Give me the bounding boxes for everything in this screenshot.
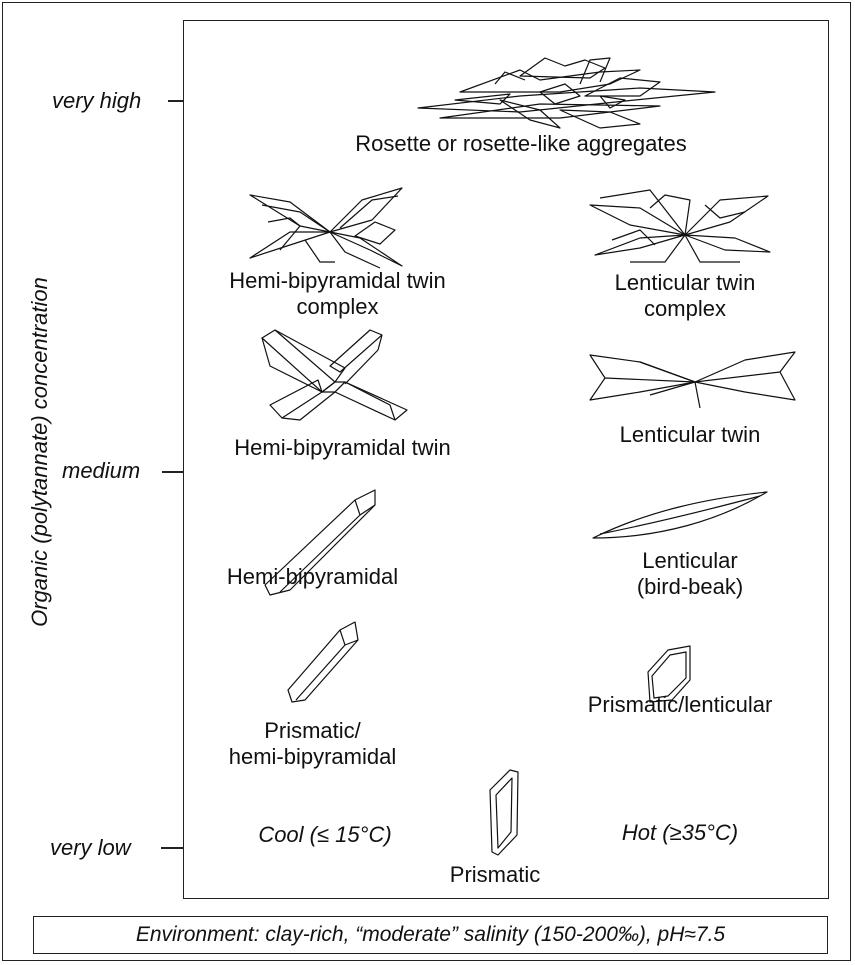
label-lenticular-line1: Lenticular [600,548,780,574]
label-prismatic-lent: Prismatic/lenticular [560,692,800,718]
label-hemi-twin-complex-line1: Hemi-bipyramidal twin [200,268,475,294]
label-prismatic-hemi-line1: Prismatic/ [205,718,420,744]
lent-twin-complex-drawing [590,190,770,262]
lenticular-drawing [593,492,767,538]
label-hemi-twin: Hemi-bipyramidal twin [205,435,480,461]
prismatic-drawing [490,770,518,855]
label-lent-twin-complex-line2: complex [585,296,785,322]
label-hot: Hot (≥35°C) [590,820,770,846]
prismatic-hemi-drawing [288,622,358,702]
label-lent-twin: Lenticular twin [600,422,780,448]
rosette-crystal-drawing [418,58,715,128]
hemi-twin-complex-drawing [250,188,402,268]
environment-box: Environment: clay-rich, “moderate” salin… [33,916,828,954]
hemi-twin-drawing [262,330,407,420]
label-hemi-twin-complex: Hemi-bipyramidal twin complex [200,268,475,320]
label-prismatic-hemi: Prismatic/ hemi-bipyramidal [205,718,420,770]
label-prismatic-hemi-line2: hemi-bipyramidal [205,744,420,770]
label-lent-twin-complex-line1: Lenticular twin [585,270,785,296]
lent-twin-drawing [590,352,795,408]
label-hemi-twin-complex-line2: complex [200,294,475,320]
label-lenticular-line2: (bird-beak) [600,574,780,600]
label-rosette: Rosette or rosette-like aggregates [306,131,736,157]
label-lent-twin-complex: Lenticular twin complex [585,270,785,322]
label-hemi-bipyramidal: Hemi-bipyramidal [205,564,420,590]
label-prismatic: Prismatic [430,862,560,888]
environment-text: Environment: clay-rich, “moderate” salin… [136,923,725,947]
label-lenticular: Lenticular (bird-beak) [600,548,780,600]
label-cool: Cool (≤ 15°C) [235,822,415,848]
